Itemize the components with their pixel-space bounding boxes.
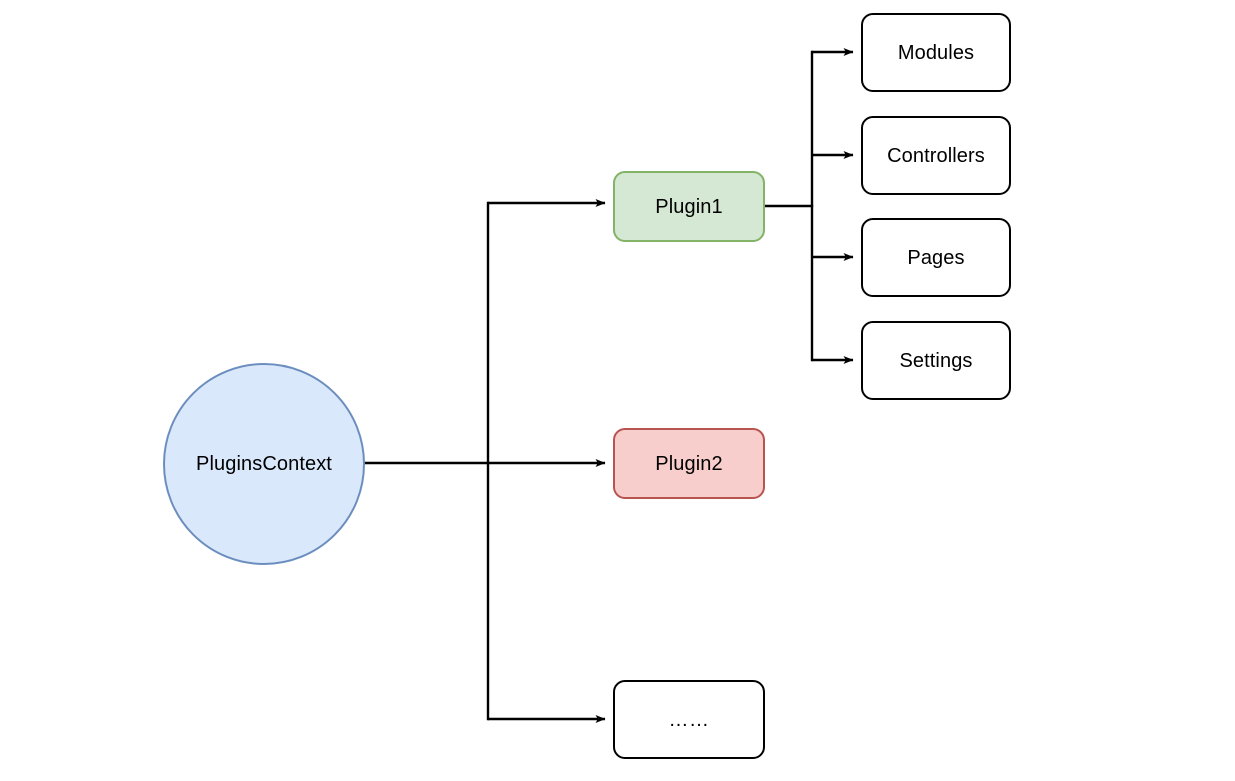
node-more-plugins-label: …… [668, 708, 710, 731]
node-plugin1[interactable]: Plugin1 [613, 171, 765, 242]
edge-plugin1-trunk [763, 50, 814, 362]
node-plugin2[interactable]: Plugin2 [613, 428, 765, 499]
node-controllers-label: Controllers [887, 144, 985, 167]
node-pages-label: Pages [907, 246, 965, 269]
node-controllers[interactable]: Controllers [861, 116, 1011, 195]
edge-root-trunk [363, 201, 490, 721]
node-modules[interactable]: Modules [861, 13, 1011, 92]
node-settings[interactable]: Settings [861, 321, 1011, 400]
node-plugins-context-label: PluginsContext [196, 453, 332, 475]
node-more-plugins[interactable]: …… [613, 680, 765, 759]
node-plugin1-label: Plugin1 [655, 195, 723, 218]
node-modules-label: Modules [897, 41, 975, 64]
node-plugins-context[interactable]: PluginsContext [163, 363, 365, 565]
node-plugin2-label: Plugin2 [655, 452, 723, 475]
node-pages[interactable]: Pages [861, 218, 1011, 297]
node-settings-label: Settings [899, 349, 973, 372]
